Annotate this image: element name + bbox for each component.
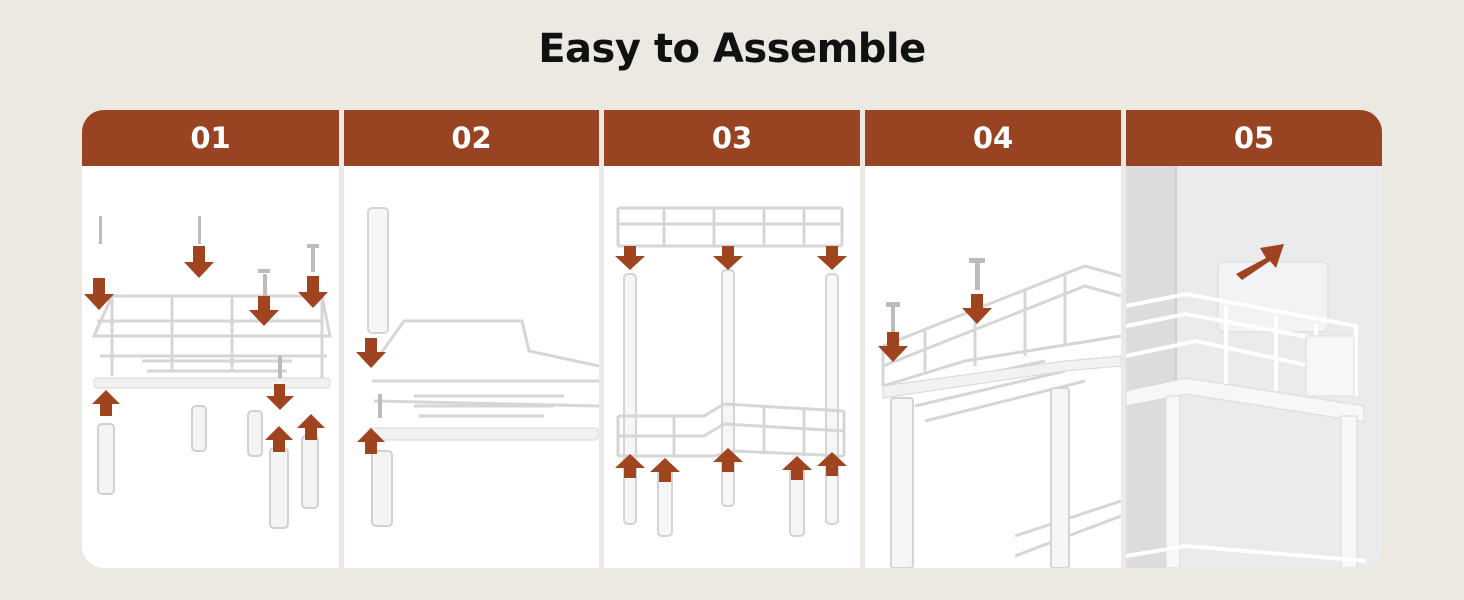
down-arrow-icon <box>84 246 328 410</box>
shelf-illustration <box>1126 166 1382 568</box>
step-04-illustration <box>865 166 1121 568</box>
down-arrow-icon <box>615 246 847 270</box>
shelf-illustration <box>356 207 599 527</box>
wall-mount-arrow-icon <box>1236 244 1284 280</box>
step-02-header: 02 <box>344 110 599 166</box>
step-01-panel: 01 <box>82 110 339 568</box>
step-03-panel: 03 <box>604 110 860 568</box>
step-01-illustration <box>82 166 339 568</box>
assembly-steps: 01 <box>82 110 1382 568</box>
step-02-panel: 02 <box>344 110 599 568</box>
step-02-illustration <box>344 166 599 568</box>
step-03-illustration <box>604 166 860 568</box>
step-05-panel: 05 <box>1126 110 1382 568</box>
step-01-header: 01 <box>82 110 339 166</box>
down-arrow-icon <box>878 294 992 362</box>
step-02-label: 02 <box>451 121 492 155</box>
up-arrow-icon <box>615 448 847 482</box>
step-03-header: 03 <box>604 110 860 166</box>
step-05-header: 05 <box>1126 110 1382 166</box>
step-05-illustration <box>1126 166 1382 568</box>
shelf-illustration <box>878 258 1121 568</box>
step-03-label: 03 <box>711 121 753 155</box>
step-04-label: 04 <box>972 121 1014 155</box>
shelf-illustration <box>615 206 847 537</box>
step-04-panel: 04 <box>865 110 1121 568</box>
step-04-header: 04 <box>865 110 1121 166</box>
step-05-label: 05 <box>1233 121 1275 155</box>
up-arrow-icon <box>357 428 385 454</box>
up-arrow-icon <box>92 390 325 452</box>
page-title: Easy to Assemble <box>538 26 926 72</box>
down-arrow-icon <box>356 338 386 368</box>
step-01-label: 01 <box>190 121 231 155</box>
shelf-illustration <box>84 216 332 529</box>
